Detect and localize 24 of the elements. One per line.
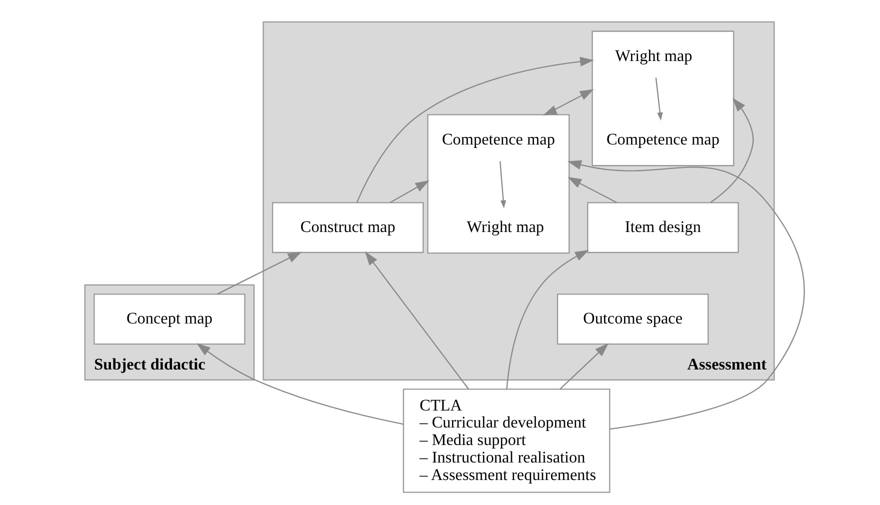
cluster bbox=[592, 30, 734, 166]
arrow bbox=[506, 250, 589, 390]
node-box: Outcome space bbox=[556, 294, 709, 345]
arrow bbox=[196, 343, 404, 425]
node-box: Concept map bbox=[94, 294, 246, 345]
node-box: CTLA – Curricular development – Media support – Instructional realisation – Assessment requirements bbox=[402, 388, 610, 493]
node-text: Competence map bbox=[442, 130, 555, 148]
node-box: Item design bbox=[587, 202, 739, 254]
node-box: Construct map bbox=[272, 202, 424, 254]
arrow bbox=[500, 161, 506, 208]
arrow bbox=[567, 160, 805, 430]
arrow bbox=[364, 251, 470, 390]
arrow bbox=[390, 180, 430, 203]
node-text: Competence map bbox=[606, 130, 720, 148]
arrow bbox=[710, 98, 754, 203]
node-text: Wright map bbox=[466, 218, 544, 236]
cluster bbox=[427, 114, 570, 254]
arrow bbox=[560, 343, 609, 390]
arrow bbox=[655, 78, 663, 121]
arrow bbox=[356, 56, 594, 203]
node-text: Wright map bbox=[615, 47, 692, 66]
arrow bbox=[542, 89, 594, 116]
arrow bbox=[568, 177, 617, 203]
arrow bbox=[217, 252, 302, 295]
